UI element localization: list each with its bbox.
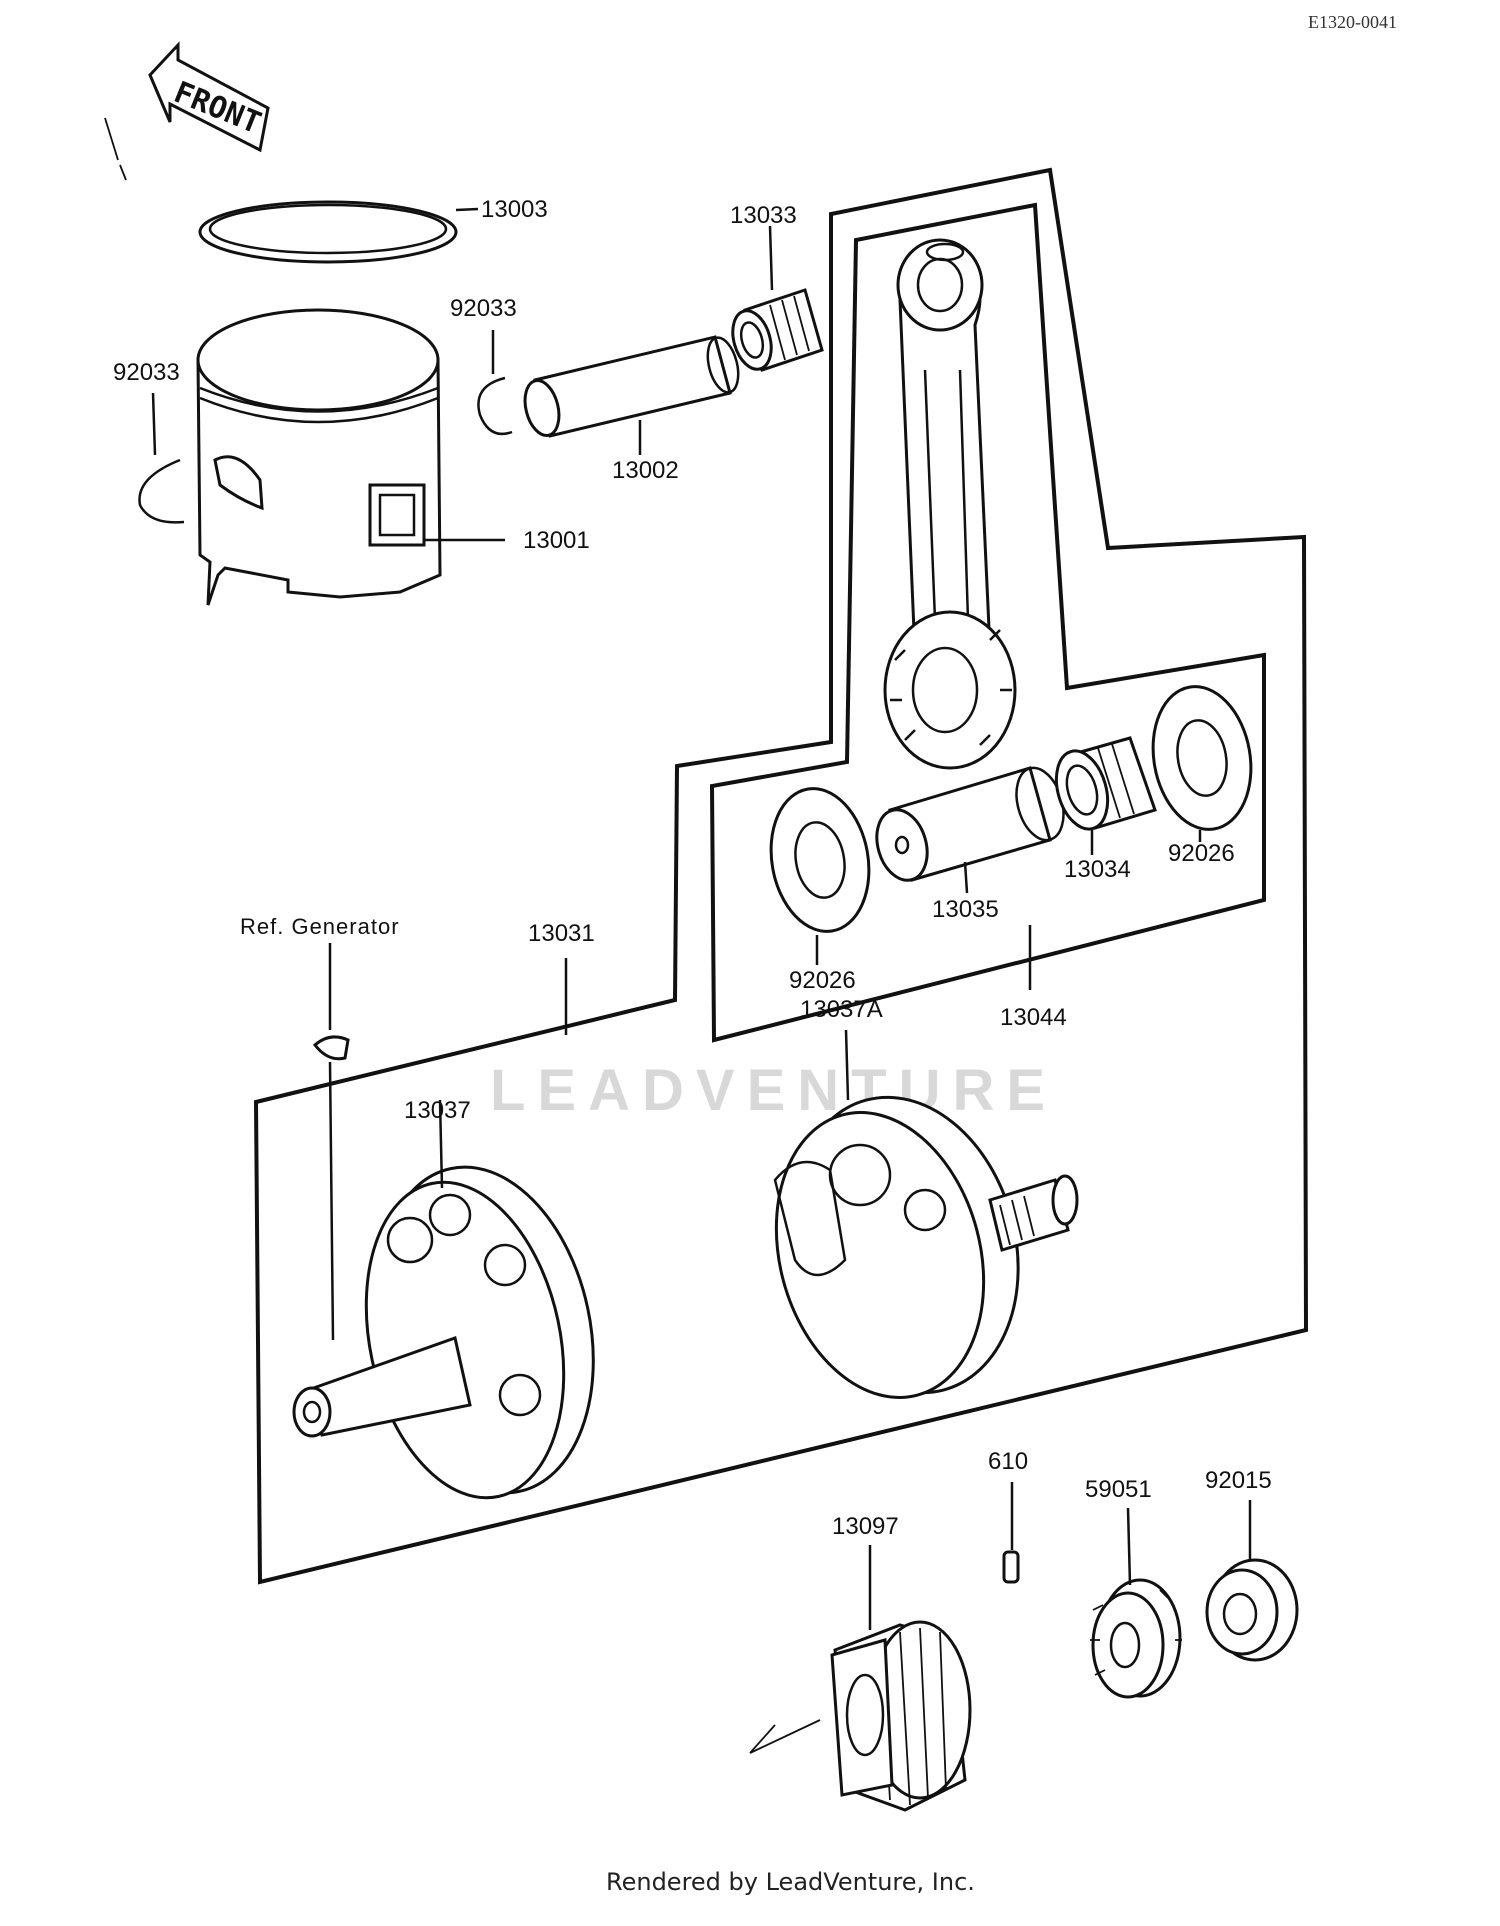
crankshaft-assembly-frame: [253, 167, 1309, 1585]
label-13097: 13097: [832, 1513, 899, 1540]
piston: [196, 308, 505, 606]
piston-pin: [523, 335, 740, 455]
label-13037: 13037: [404, 1097, 471, 1124]
front-arrow-icon: FRONT: [104, 41, 270, 181]
label-13031: 13031: [528, 920, 595, 947]
circlip-left: [138, 392, 185, 524]
label-13033: 13033: [730, 202, 797, 229]
circlip-top: [477, 330, 513, 436]
label-13002: 13002: [612, 457, 679, 484]
flywheel-left: [292, 1099, 595, 1500]
dowel-pin: [1002, 1482, 1020, 1584]
label-13037A: 13037A: [800, 996, 883, 1023]
label-13035: 13035: [932, 896, 999, 923]
piston-ring: [198, 200, 479, 264]
flange-nut: [1205, 1500, 1299, 1662]
label-92026-left: 92026: [789, 967, 856, 994]
label-13034: 13034: [1064, 856, 1131, 883]
watermark: LEADVENTURE: [490, 1058, 1057, 1123]
label-13044: 13044: [1000, 1004, 1067, 1031]
label-59051: 59051: [1085, 1476, 1152, 1503]
diagram-code: E1320-0041: [1308, 12, 1397, 32]
gear-large: [749, 1545, 972, 1812]
label-92033-left: 92033: [113, 359, 180, 386]
label-92026-right: 92026: [1168, 840, 1235, 867]
ref-generator-note: Ref. Generator: [240, 914, 400, 939]
label-92015: 92015: [1205, 1467, 1272, 1494]
label-13001: 13001: [523, 527, 590, 554]
big-end-bearing: [1054, 736, 1157, 855]
label-610: 610: [988, 1448, 1028, 1475]
conrod-assembly-frame: [709, 202, 1266, 1043]
small-end-bearing: [731, 225, 824, 372]
connecting-rod: [883, 238, 1017, 770]
thrust-washer-right: [1151, 685, 1253, 842]
label-13003: 13003: [481, 196, 548, 223]
footer-credit: Rendered by LeadVenture, Inc.: [606, 1868, 975, 1896]
woodruff-key: [312, 1035, 350, 1341]
thrust-washer-left: [769, 787, 871, 965]
flywheel-right: [773, 1029, 1079, 1399]
label-92033-top: 92033: [450, 295, 517, 322]
crank-pin: [875, 766, 1065, 894]
gear-small: [1090, 1507, 1182, 1699]
